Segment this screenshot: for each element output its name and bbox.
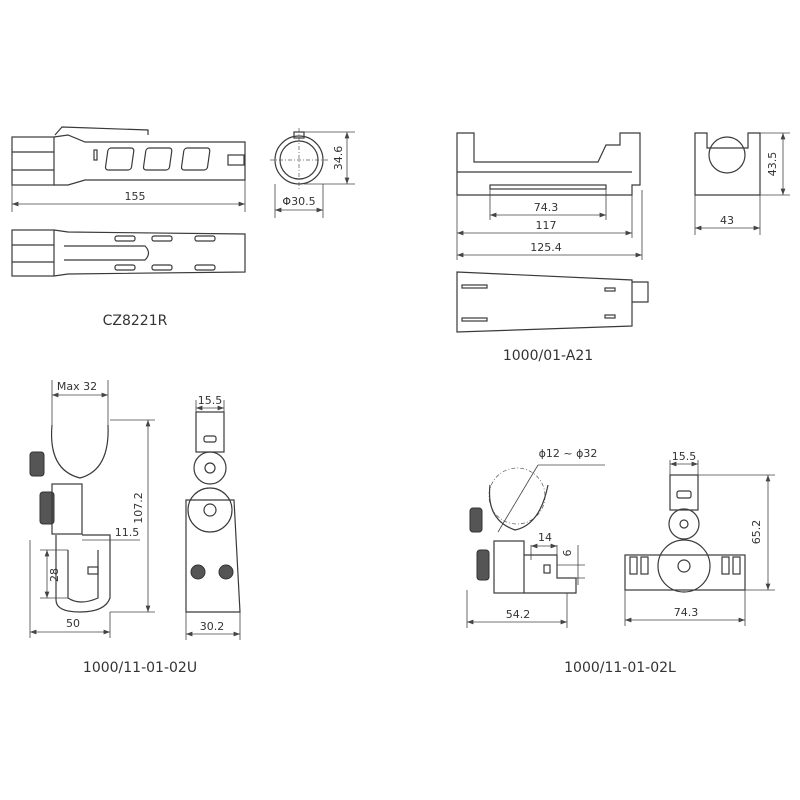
a21-side-view: 74.3 117 125.4 [456, 132, 643, 260]
dim-top-width: 15.5 [198, 394, 223, 407]
dim-width: 43 [720, 214, 734, 227]
dim-height: 65.2 [750, 520, 763, 545]
dim-max: Max 32 [57, 380, 97, 393]
a21-bottom-view [456, 271, 649, 333]
label-02u: 1000/11-01-02U [83, 660, 197, 676]
dim-height: 107.2 [132, 492, 145, 524]
02l-side-view: ϕ12 ~ ϕ32 14 6 54.2 [466, 447, 605, 628]
label-a21: 1000/01-A21 [503, 348, 593, 364]
dim-range: ϕ12 ~ ϕ32 [539, 447, 598, 460]
dim-inner: 74.3 [534, 201, 559, 214]
02l-front-view: 15.5 65.2 74.3 [624, 450, 775, 626]
dim-height: 34.6 [332, 146, 345, 171]
cz8221r-bottom-view [11, 229, 246, 277]
02u-side-view: Max 32 107.2 11.5 28 50 [29, 380, 155, 638]
dim-slot: 14 [538, 531, 552, 544]
dim-mid: 117 [536, 219, 557, 232]
cz8221r-end-view: 34.6 Φ30.5 [270, 128, 355, 218]
dim-slot-height: 6 [561, 550, 574, 557]
cz8221r-side-view: 155 [11, 126, 246, 212]
02u-front-view: 15.5 30.2 [185, 394, 241, 640]
label-cz8221r: CZ8221R [103, 313, 168, 329]
dim-depth: 54.2 [506, 608, 531, 621]
dim-length: 155 [125, 190, 146, 203]
label-02l: 1000/11-01-02L [564, 660, 676, 676]
dim-depth: 50 [66, 617, 80, 630]
dim-base-width: 74.3 [674, 606, 699, 619]
dim-diameter: Φ30.5 [282, 195, 315, 208]
dim-top-width: 15.5 [672, 450, 697, 463]
a21-end-view: 43.5 43 [694, 132, 790, 235]
dim-base-width: 30.2 [200, 620, 225, 633]
dim-height: 43.5 [766, 152, 779, 177]
dim-overall: 125.4 [530, 241, 562, 254]
dim-offset: 11.5 [115, 526, 140, 539]
dim-hook: 28 [48, 568, 61, 582]
